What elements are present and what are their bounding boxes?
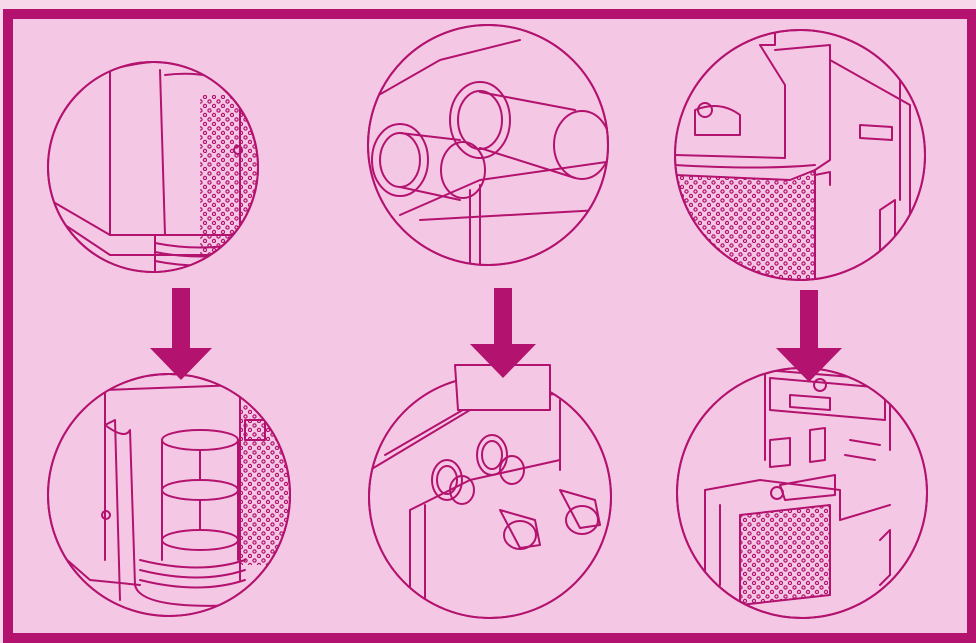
panel-machine-interior — [677, 368, 927, 618]
